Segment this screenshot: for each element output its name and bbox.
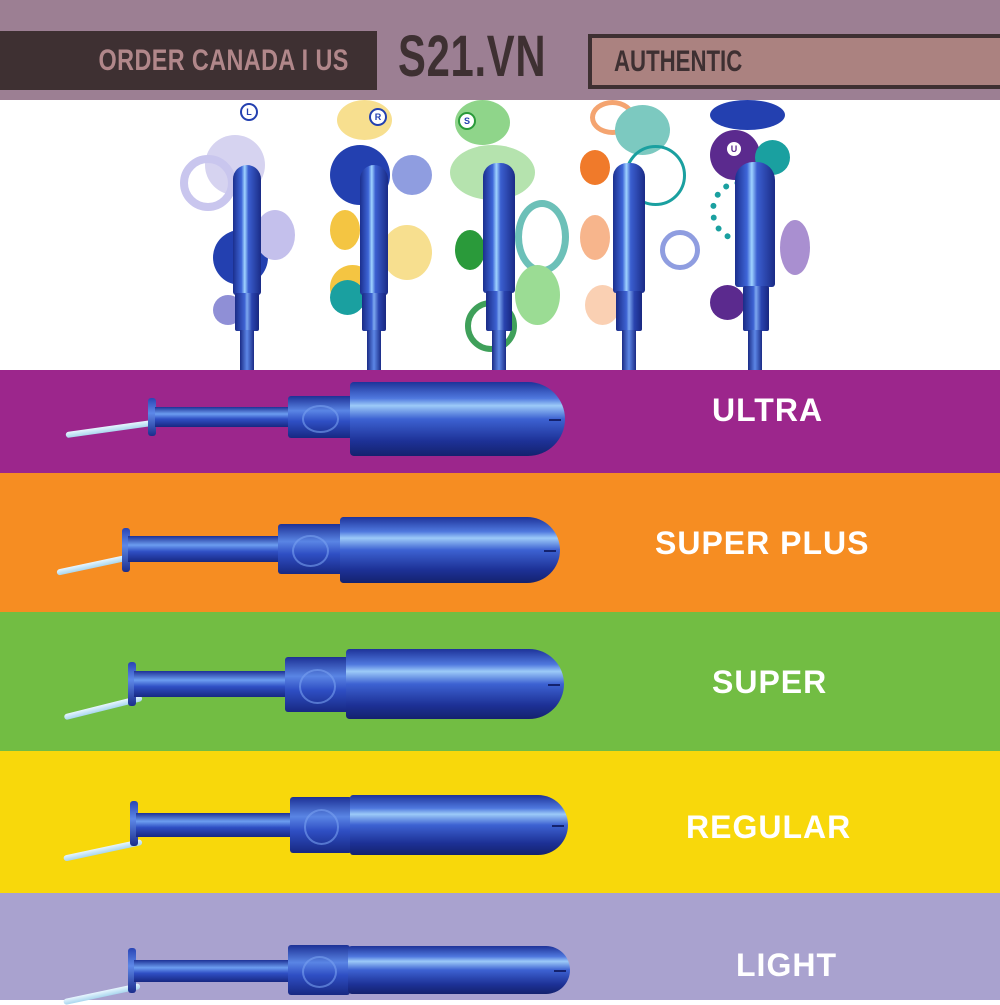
applicator-barrel (483, 163, 515, 293)
gallery-item-super-plus (565, 100, 700, 370)
applicator-stem (492, 330, 506, 370)
applicator-stem (367, 330, 381, 370)
applicator-stem (136, 813, 294, 837)
size-label-regular: REGULAR (686, 809, 852, 845)
applicator-barrel (348, 946, 570, 994)
applicator-stem (134, 671, 289, 697)
flower-decoration (382, 225, 432, 280)
applicator-grip (743, 286, 769, 331)
size-label-super-plus: SUPER PLUS (655, 525, 870, 561)
applicator-stem (748, 330, 762, 370)
applicator-flange (128, 662, 136, 706)
size-band-super: SUPER (0, 612, 1000, 751)
size-label-light: LIGHT (736, 947, 837, 983)
tampon-applicator-regular (0, 751, 600, 893)
size-band-super-plus: SUPER PLUS (0, 473, 1000, 612)
size-letter-badge: S (458, 112, 476, 130)
tampon-applicator-light (0, 893, 600, 1005)
tampon-string (65, 420, 153, 439)
brand-logo[interactable]: S21.VN (398, 24, 547, 89)
flower-decoration (580, 150, 610, 185)
flower-decoration (392, 155, 432, 195)
size-band-regular: REGULAR (0, 751, 1000, 893)
applicator-barrel (346, 649, 564, 719)
applicator-flange (128, 948, 136, 993)
flower-decoration (255, 210, 295, 260)
applicator-barrel (340, 517, 560, 583)
order-banner: ORDER CANADA I US (0, 31, 377, 90)
tampon-applicator-ultra (0, 370, 600, 473)
applicator-stem (240, 330, 254, 370)
size-letter-badge: U (725, 140, 743, 158)
size-band-light: LIGHT (0, 893, 1000, 1005)
applicator-grip (235, 293, 259, 331)
authentic-text: AUTHENTIC (614, 44, 743, 78)
flower-decoration (455, 230, 485, 270)
applicator-flange (130, 801, 138, 846)
flower-decoration (710, 285, 745, 320)
applicator-grip (285, 657, 350, 712)
flower-decoration (780, 220, 810, 275)
applicator-grip (288, 396, 353, 438)
order-text: ORDER CANADA I US (98, 43, 349, 77)
applicator-stem (622, 330, 636, 370)
size-band-ultra: ULTRA (0, 370, 1000, 473)
size-label-ultra: ULTRA (712, 392, 824, 428)
gallery-item-ultra: U (690, 100, 820, 370)
authentic-badge: AUTHENTIC (588, 34, 1000, 89)
flower-decoration (515, 265, 560, 325)
applicator-barrel (350, 795, 568, 855)
applicator-grip (362, 293, 386, 331)
applicator-grip (486, 291, 512, 331)
applicator-grip (288, 945, 350, 995)
applicator-grip (278, 524, 343, 574)
flower-decoration (180, 155, 236, 211)
product-gallery: L R S (0, 100, 1000, 370)
size-letter-badge: R (369, 108, 387, 126)
applicator-barrel (613, 163, 645, 293)
applicator-stem (155, 407, 295, 427)
applicator-barrel (360, 165, 388, 295)
size-label-super: SUPER (712, 664, 828, 700)
size-letter-badge: L (240, 103, 258, 121)
applicator-stem (134, 960, 294, 982)
tampon-applicator-super-plus (0, 473, 600, 612)
gallery-item-regular: R (312, 100, 442, 370)
tampon-applicator-super (0, 612, 600, 751)
applicator-stem (128, 536, 283, 562)
gallery-item-light: L (180, 100, 315, 370)
applicator-grip (616, 291, 642, 331)
flower-decoration (710, 100, 785, 130)
applicator-barrel (233, 165, 261, 295)
applicator-flange (122, 528, 130, 572)
applicator-grip (290, 797, 352, 853)
flower-decoration (330, 210, 360, 250)
applicator-flange (148, 398, 156, 436)
flower-decoration (515, 200, 569, 274)
gallery-item-super: S (435, 100, 569, 370)
flower-decoration (660, 230, 700, 270)
applicator-barrel (735, 162, 775, 287)
flower-decoration (580, 215, 610, 260)
flower-decoration (330, 280, 365, 315)
header-banner: ORDER CANADA I US S21.VN AUTHENTIC (0, 0, 1000, 100)
applicator-barrel (350, 382, 565, 456)
